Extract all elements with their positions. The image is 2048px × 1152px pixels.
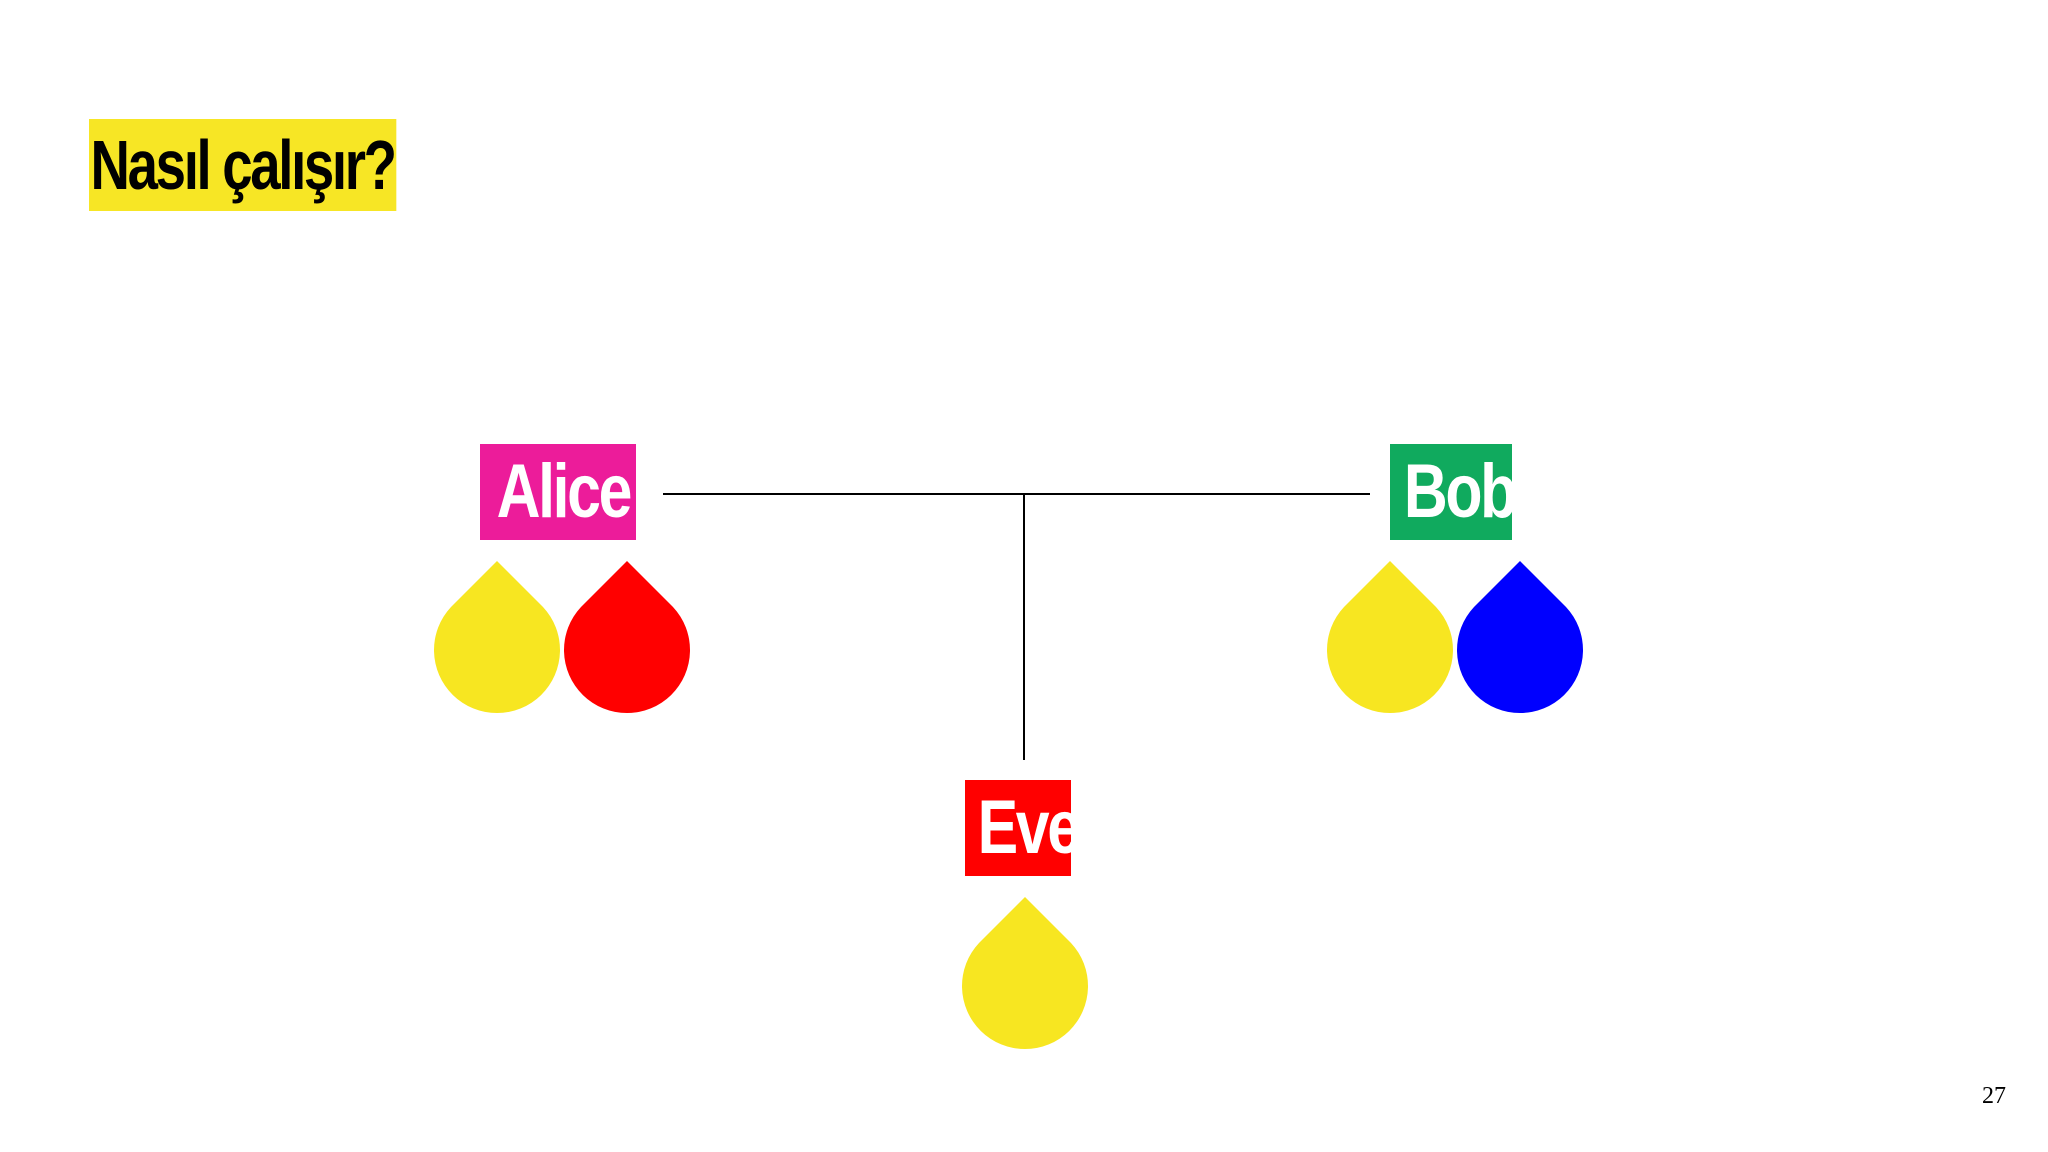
slide-title: Nasıl çalışır? — [89, 119, 397, 211]
alice-label: Alice — [480, 444, 636, 540]
eve-name: Eve — [977, 785, 1071, 870]
paint-drop-icon — [1325, 561, 1455, 716]
paint-drop-icon — [1455, 561, 1585, 716]
page-number: 27 — [1982, 1083, 2006, 1109]
connection-line-alice-bob — [663, 493, 1370, 495]
bob-label: Bob — [1390, 444, 1512, 540]
eve-label: Eve — [965, 780, 1071, 876]
bob-name: Bob — [1403, 449, 1512, 534]
paint-drop-icon — [432, 561, 562, 716]
paint-drop-icon — [960, 897, 1090, 1052]
alice-name: Alice — [496, 449, 633, 534]
paint-drop-icon — [562, 561, 692, 716]
connection-line-eve — [1023, 494, 1025, 760]
